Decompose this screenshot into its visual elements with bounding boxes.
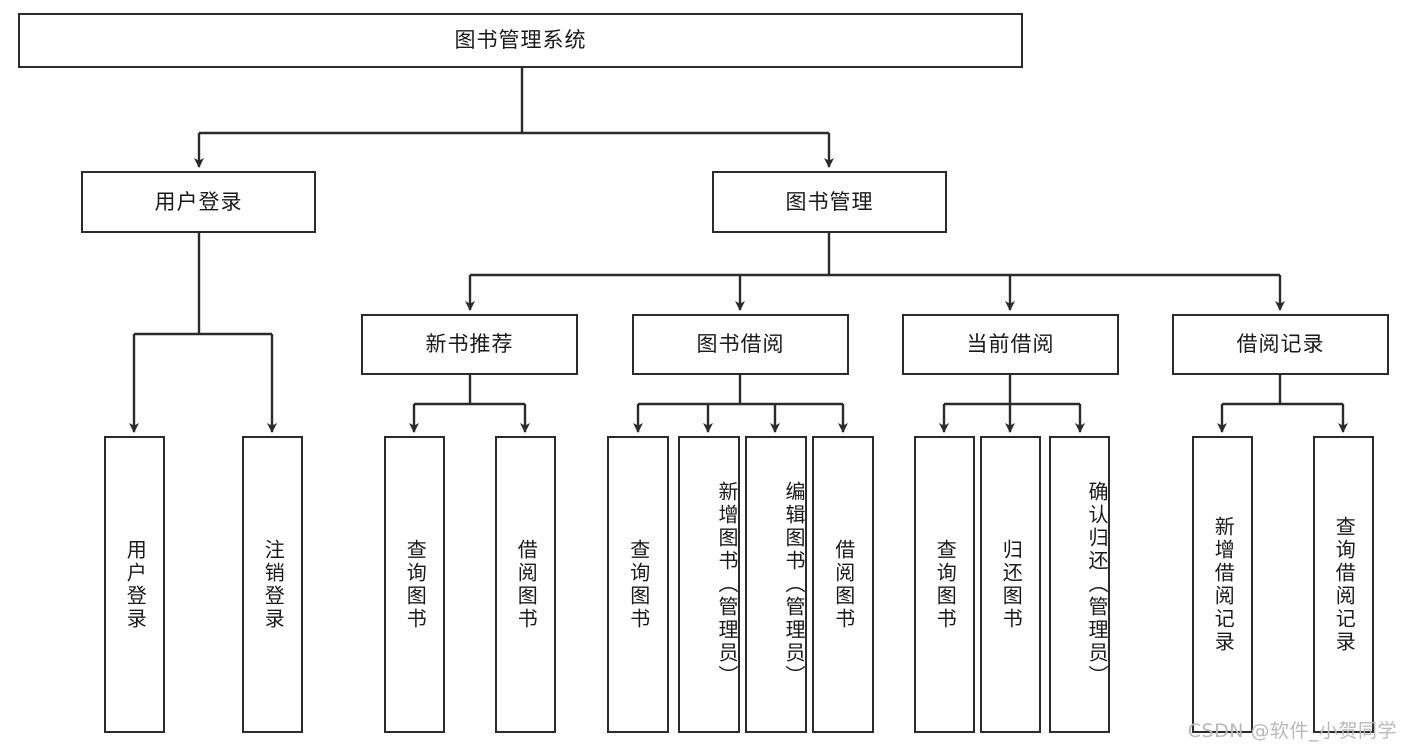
node-label: 借阅图书 <box>831 538 856 631</box>
node-leaf-add-record[interactable]: 新增借阅记录 <box>1192 436 1253 733</box>
node-user-login[interactable]: 用户登录 <box>81 171 316 233</box>
node-label: 图书借阅 <box>696 332 785 357</box>
node-leaf-query-book-2[interactable]: 查询图书 <box>607 436 669 733</box>
node-leaf-user-logout[interactable]: 注销登录 <box>242 436 303 733</box>
node-label: 查询图书 <box>933 538 958 631</box>
node-label: 用户登录 <box>123 538 148 631</box>
node-label: 图书管理系统 <box>454 28 587 53</box>
node-label: 图书管理 <box>785 189 874 214</box>
node-leaf-borrow-book-2[interactable]: 借阅图书 <box>812 436 874 733</box>
node-label: 查询图书 <box>626 538 651 631</box>
node-label: 借阅图书 <box>514 538 539 631</box>
node-label: 当前借阅 <box>966 332 1055 357</box>
node-leaf-borrow-book-1[interactable]: 借阅图书 <box>495 436 556 733</box>
node-leaf-query-record[interactable]: 查询借阅记录 <box>1313 436 1374 733</box>
node-borrow-record[interactable]: 借阅记录 <box>1172 314 1389 375</box>
node-current-borrow[interactable]: 当前借阅 <box>902 314 1119 375</box>
node-leaf-query-book-3[interactable]: 查询图书 <box>914 436 975 733</box>
node-leaf-return-book[interactable]: 归还图书 <box>980 436 1041 733</box>
node-leaf-edit-book[interactable]: 编辑图书（管理员） <box>745 436 807 733</box>
node-label: 查询借阅记录 <box>1332 515 1357 654</box>
node-leaf-confirm-return[interactable]: 确认归还（管理员） <box>1049 436 1110 733</box>
node-leaf-add-book[interactable]: 新增图书（管理员） <box>678 436 740 733</box>
node-label: 编辑图书（管理员） <box>782 481 806 688</box>
node-label: 归还图书 <box>999 538 1024 631</box>
node-label: 查询图书 <box>403 538 428 631</box>
node-root-system[interactable]: 图书管理系统 <box>18 13 1023 68</box>
node-label: 注销登录 <box>261 538 286 631</box>
node-label: 新增图书（管理员） <box>715 481 739 688</box>
node-new-book-rec[interactable]: 新书推荐 <box>361 314 578 375</box>
node-book-manage[interactable]: 图书管理 <box>712 171 947 233</box>
node-leaf-user-login[interactable]: 用户登录 <box>104 436 165 733</box>
node-label: 用户登录 <box>154 189 243 214</box>
node-leaf-query-book-1[interactable]: 查询图书 <box>384 436 445 733</box>
node-book-borrow[interactable]: 图书借阅 <box>632 314 849 375</box>
node-label: 新书推荐 <box>425 332 514 357</box>
node-label: 新增借阅记录 <box>1211 515 1236 654</box>
watermark-text: CSDN @软件_小贺同学 <box>1187 720 1397 742</box>
node-label: 确认归还（管理员） <box>1085 481 1109 688</box>
node-label: 借阅记录 <box>1236 332 1325 357</box>
